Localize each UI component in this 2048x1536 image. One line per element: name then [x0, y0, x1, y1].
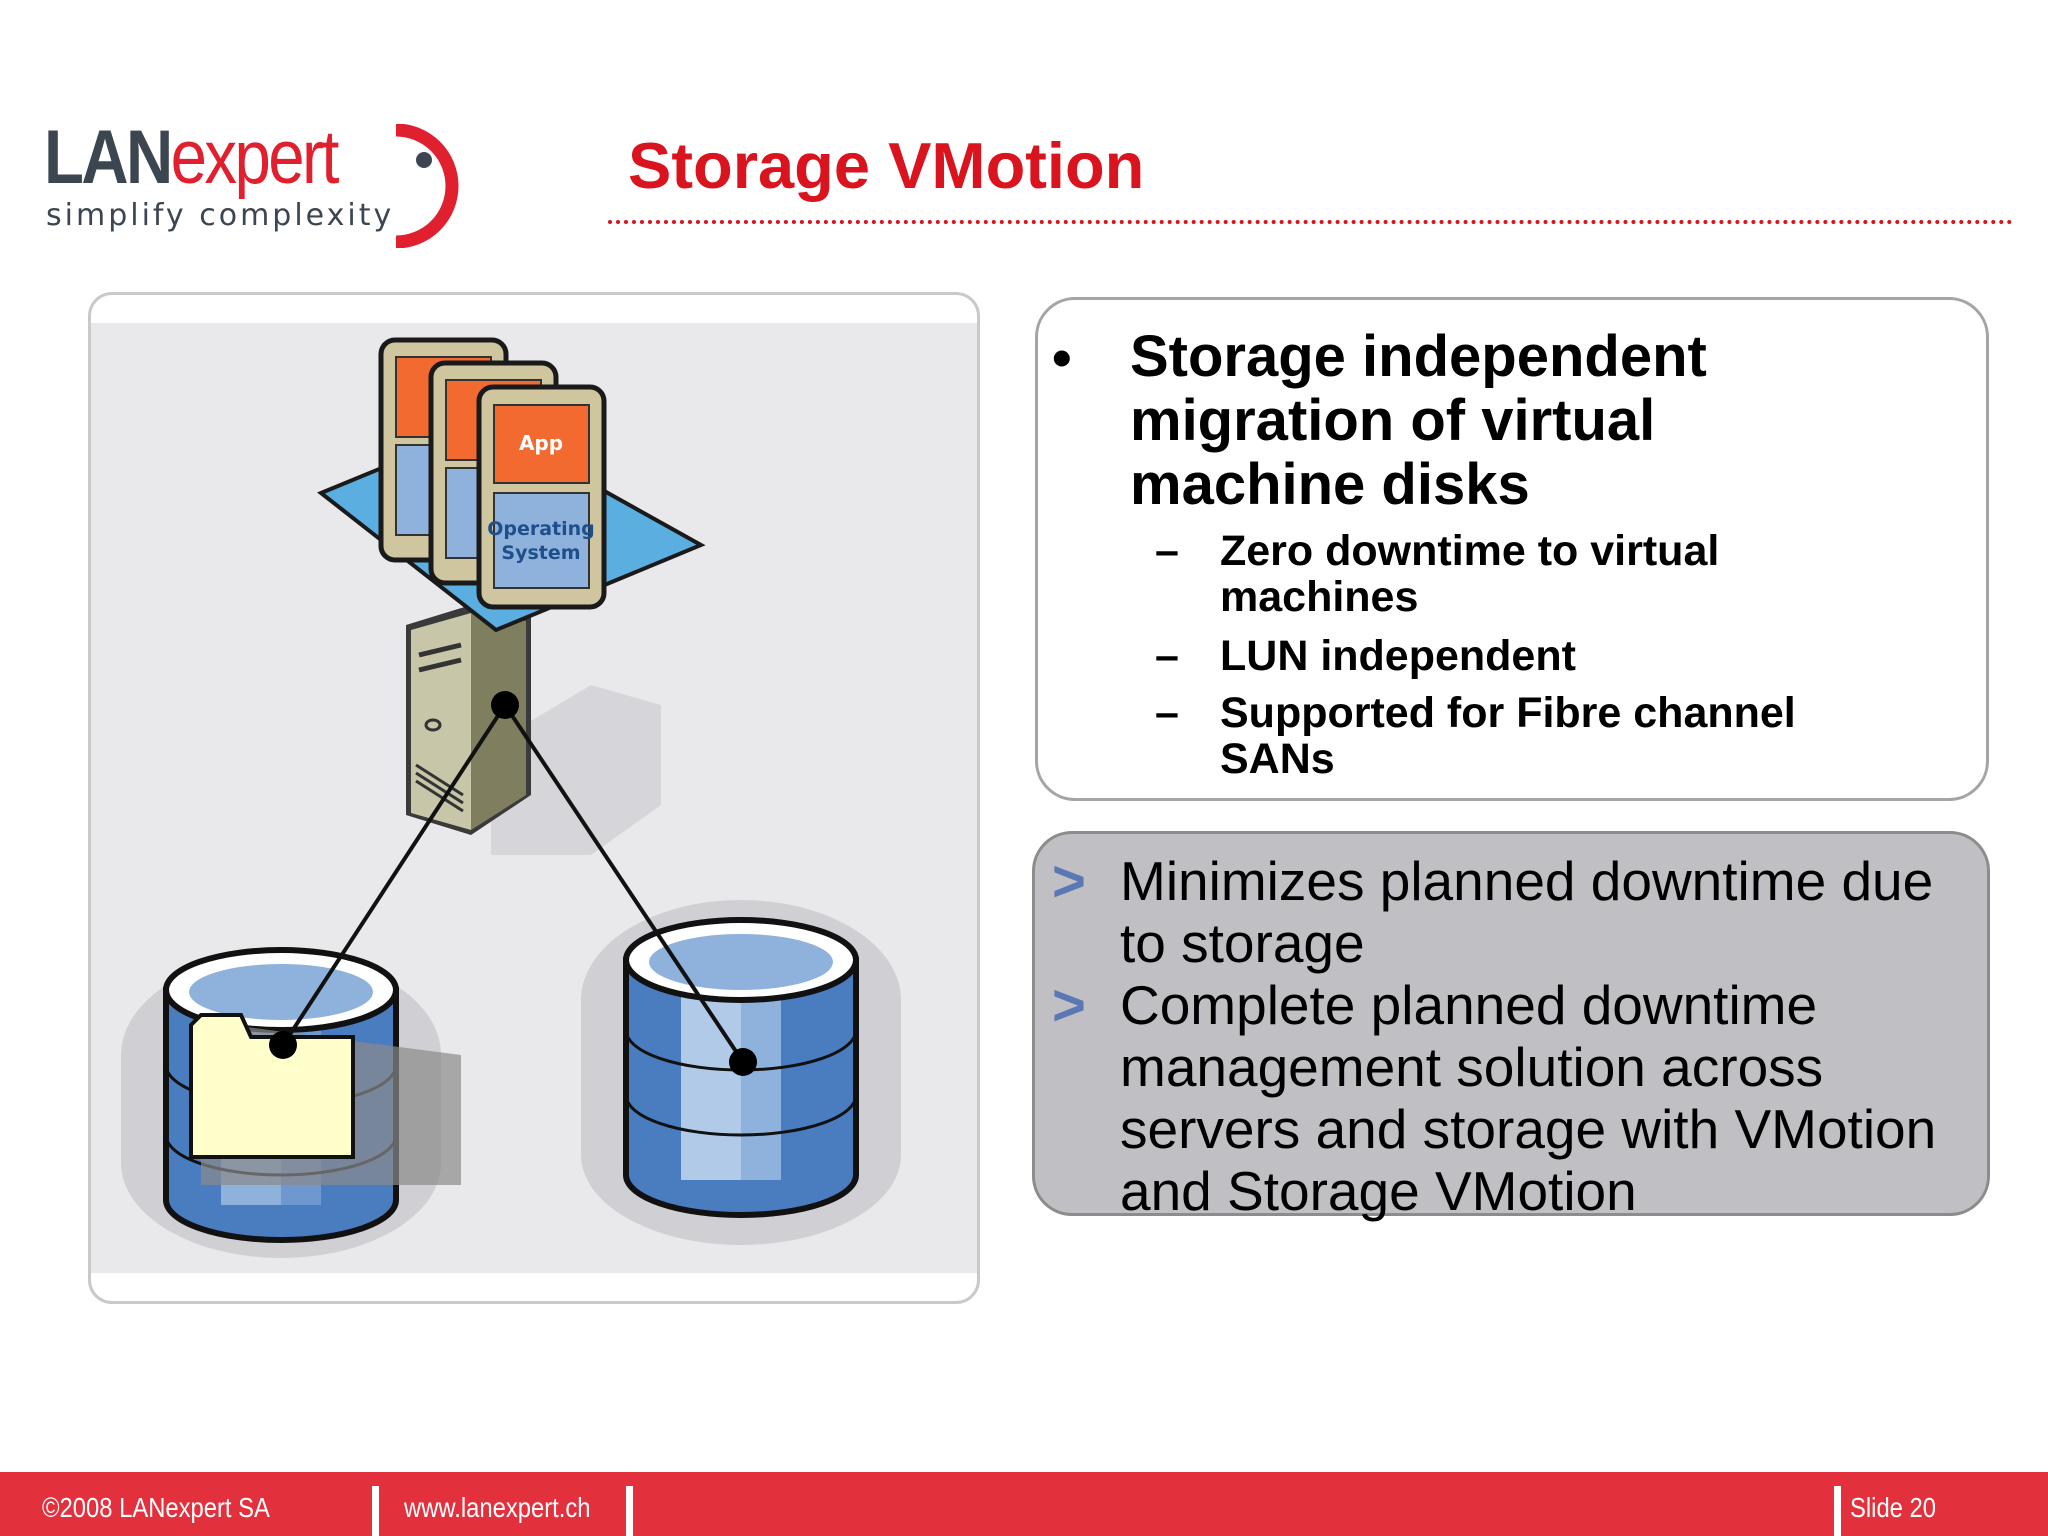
footer-separator — [1834, 1486, 1841, 1536]
storage-vmotion-diagram: App Operating System — [88, 292, 980, 1304]
benefit-complete-solution: Complete planned downtime management sol… — [1120, 974, 1980, 1222]
vm-card-front: App Operating System — [476, 384, 607, 610]
link-to-target — [503, 703, 745, 1064]
main-bullet-line: Storage independent — [1130, 324, 1707, 389]
benefit-line: Complete planned downtime — [1120, 974, 1818, 1036]
footer-url[interactable]: www.lanexpert.ch — [404, 1492, 591, 1523]
sub-bullet-lun-independent: LUN independent — [1220, 633, 1920, 679]
benefit-line: to storage — [1120, 912, 1365, 974]
logo-wordmark: LANexpert — [44, 115, 340, 200]
benefit-line: and Storage VMotion — [1120, 1160, 1637, 1222]
slide-title: Storage VMotion — [628, 129, 1145, 202]
benefit-line: Minimizes planned downtime due — [1120, 850, 1934, 912]
logo-smile-icon — [395, 124, 459, 248]
main-bullet-line: migration of virtual — [1130, 388, 1656, 453]
target-datastore-icon — [623, 917, 859, 1218]
lanexpert-logo: LANexpert simplify complexity — [44, 118, 464, 248]
logo-brand-light: expert — [170, 115, 340, 200]
main-bullet: Storage independent migration of virtual… — [1130, 325, 1870, 517]
title-divider — [608, 220, 2013, 224]
target-node — [729, 1048, 757, 1076]
main-bullet-marker: • — [1052, 326, 1072, 389]
sub-bullet-line: LUN independent — [1220, 632, 1576, 680]
footer-separator — [626, 1486, 633, 1536]
sub-bullet-line: machines — [1220, 573, 1419, 621]
chevron-right-icon: > — [1052, 973, 1086, 1038]
main-bullet-line: machine disks — [1130, 452, 1530, 517]
sub-bullet-fibre-channel: Supported for Fibre channel SANs — [1220, 690, 1920, 782]
footer-bar — [0, 1472, 2048, 1536]
sub-bullet-zero-downtime: Zero downtime to virtual machines — [1220, 528, 1920, 620]
vm-os-label-line2: System — [501, 542, 580, 564]
chevron-right-icon: > — [1052, 849, 1086, 914]
benefit-line: management solution across — [1120, 1036, 1824, 1098]
footer-separator — [372, 1486, 379, 1536]
footer-copyright: ©2008 LANexpert SA — [42, 1492, 270, 1523]
sub-bullet-line: Supported for Fibre channel — [1220, 689, 1796, 737]
sub-bullet-marker: – — [1155, 632, 1179, 680]
sub-bullet-line: SANs — [1220, 735, 1335, 783]
sub-bullet-line: Zero downtime to virtual — [1220, 527, 1720, 575]
source-node — [269, 1031, 297, 1059]
sub-bullet-marker: – — [1155, 689, 1179, 737]
vm-os-label-line1: Operating — [487, 518, 595, 540]
logo-tagline: simplify complexity — [46, 198, 395, 233]
source-datastore-icon — [163, 947, 461, 1243]
sub-bullet-marker: – — [1155, 527, 1179, 575]
diagram-illustration: App Operating System — [91, 323, 977, 1273]
link-to-source — [281, 703, 507, 1047]
features-box — [1035, 297, 1989, 801]
benefit-line: servers and storage with VMotion — [1120, 1098, 1937, 1160]
logo-brand-bold: LAN — [44, 115, 173, 200]
benefit-minimizes-downtime: Minimizes planned downtime due to storag… — [1120, 850, 1980, 974]
server-shadow — [491, 685, 661, 855]
footer-slide-number: Slide 20 — [1850, 1492, 1937, 1523]
benefits-box — [1032, 831, 1990, 1216]
vm-app-label: App — [519, 431, 563, 455]
server-node — [491, 691, 519, 719]
server-icon — [406, 605, 531, 835]
